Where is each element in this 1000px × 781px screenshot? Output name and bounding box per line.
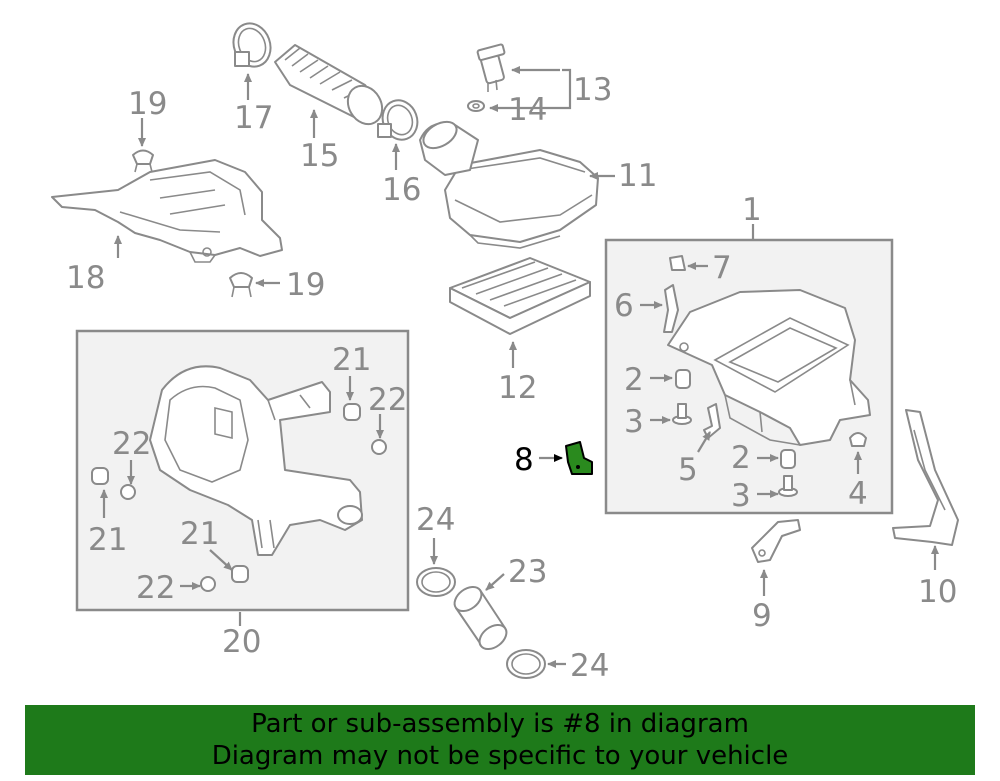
part-3-bolt-upper bbox=[672, 403, 692, 425]
label-16: 16 bbox=[382, 172, 421, 208]
label-20: 20 bbox=[222, 624, 261, 660]
part-13-sensor bbox=[476, 43, 506, 92]
part-22-bolt-c bbox=[200, 576, 216, 592]
label-3-lower: 3 bbox=[731, 478, 751, 514]
label-9: 9 bbox=[752, 598, 772, 634]
label-10: 10 bbox=[918, 574, 957, 610]
part-1-housing bbox=[667, 289, 871, 446]
part-24-clamp-b bbox=[506, 649, 546, 679]
label-15: 15 bbox=[300, 138, 339, 174]
label-7: 7 bbox=[712, 250, 732, 286]
leader-lines bbox=[100, 66, 939, 668]
label-13: 13 bbox=[573, 72, 612, 108]
label-24-b: 24 bbox=[570, 648, 609, 684]
part-16-clamp bbox=[377, 99, 419, 141]
part-15-intake-hose bbox=[274, 44, 384, 126]
banner-line-2: Diagram may not be specific to your vehi… bbox=[211, 741, 789, 771]
part-labels: 19 17 15 16 13 14 11 18 19 12 1 7 6 2 3 … bbox=[66, 72, 957, 684]
part-20-resonator bbox=[149, 365, 363, 556]
part-21-grommet-a bbox=[343, 403, 361, 421]
label-6: 6 bbox=[614, 288, 634, 324]
part-2-grommet-lower bbox=[780, 449, 796, 469]
label-2-upper: 2 bbox=[624, 362, 644, 398]
label-2-lower: 2 bbox=[731, 440, 751, 476]
label-21-c: 21 bbox=[180, 516, 219, 552]
label-4: 4 bbox=[848, 476, 868, 512]
part-10-stay bbox=[892, 409, 959, 546]
part-22-bolt-a bbox=[371, 439, 387, 455]
label-21-a: 21 bbox=[332, 342, 371, 378]
part-4-mount bbox=[849, 432, 867, 447]
label-18: 18 bbox=[66, 260, 105, 296]
label-8: 8 bbox=[514, 442, 534, 478]
part-23-tube bbox=[453, 585, 508, 651]
label-12: 12 bbox=[498, 370, 537, 406]
label-17: 17 bbox=[234, 100, 273, 136]
label-11: 11 bbox=[618, 158, 657, 194]
part-22-bolt-b bbox=[120, 484, 136, 500]
label-19-top: 19 bbox=[128, 86, 167, 122]
part-11-cleaner-cover bbox=[419, 120, 599, 249]
part-2-grommet-upper bbox=[675, 369, 691, 389]
part-18-air-duct bbox=[51, 159, 283, 263]
label-5: 5 bbox=[678, 452, 698, 488]
part-6-seal bbox=[663, 284, 679, 333]
part-12-air-filter bbox=[449, 257, 591, 335]
label-23: 23 bbox=[508, 554, 547, 590]
label-3-upper: 3 bbox=[624, 404, 644, 440]
part-8-bracket-highlighted bbox=[565, 441, 593, 475]
label-22-b: 22 bbox=[112, 426, 151, 462]
parts-diagram: 19 17 15 16 13 14 11 18 19 12 1 7 6 2 3 … bbox=[51, 22, 959, 684]
label-1: 1 bbox=[742, 192, 762, 228]
label-24-a: 24 bbox=[416, 502, 455, 538]
label-22-a: 22 bbox=[368, 382, 407, 418]
label-21-b: 21 bbox=[88, 522, 127, 558]
label-14: 14 bbox=[508, 92, 547, 128]
info-banner: Part or sub-assembly is #8 in diagram Di… bbox=[25, 705, 975, 775]
part-24-clamp-a bbox=[416, 567, 456, 597]
part-19-clip-bottom bbox=[229, 272, 253, 298]
part-3-bolt-lower bbox=[778, 475, 798, 497]
part-21-grommet-b bbox=[91, 467, 109, 485]
label-19-bottom: 19 bbox=[286, 267, 325, 303]
part-9-bracket bbox=[751, 519, 801, 563]
part-21-grommet-c bbox=[231, 565, 249, 583]
part-7-clip bbox=[669, 255, 686, 271]
part-14-washer bbox=[467, 100, 485, 112]
banner-line-1: Part or sub-assembly is #8 in diagram bbox=[251, 709, 749, 739]
label-22-c: 22 bbox=[136, 570, 175, 606]
part-17-clamp bbox=[232, 22, 272, 68]
part-19-clip-top bbox=[132, 149, 154, 173]
